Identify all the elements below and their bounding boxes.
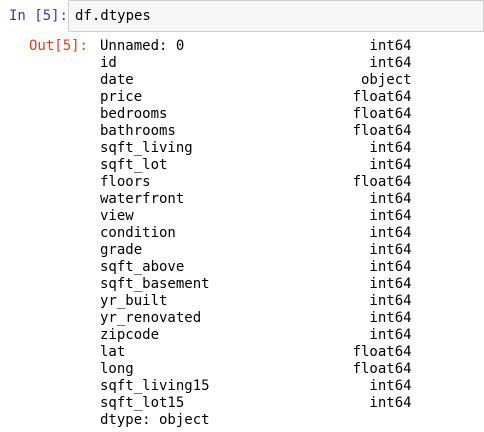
column-dtype: float64 bbox=[352, 361, 412, 377]
dtype-row: view int64 bbox=[100, 208, 412, 225]
column-name: grade bbox=[100, 242, 143, 258]
dtype-row: waterfront int64 bbox=[100, 191, 412, 208]
dtype-row: sqft_above int64 bbox=[100, 259, 412, 276]
column-name: sqft_living15 bbox=[100, 378, 210, 394]
column-name: condition bbox=[100, 225, 176, 241]
dtype-row: sqft_lot15 int64 bbox=[100, 395, 412, 412]
column-dtype: int64 bbox=[369, 157, 412, 173]
column-dtype: int64 bbox=[369, 276, 412, 292]
column-name: yr_built bbox=[100, 293, 168, 309]
column-dtype: object bbox=[361, 72, 412, 88]
dtype-row: condition int64 bbox=[100, 225, 412, 242]
column-dtype: int64 bbox=[369, 378, 412, 394]
dtype-row: floors float64 bbox=[100, 174, 412, 191]
output-prompt: Out[5]: bbox=[28, 38, 88, 54]
dtype-row: lat float64 bbox=[100, 344, 412, 361]
dtype-footer: dtype: object bbox=[100, 412, 210, 428]
column-name: long bbox=[100, 361, 134, 377]
column-dtype: float64 bbox=[352, 174, 412, 190]
column-dtype: int64 bbox=[369, 293, 412, 309]
column-name: sqft_above bbox=[100, 259, 185, 275]
column-dtype: int64 bbox=[369, 55, 412, 71]
input-prompt: In [5]: bbox=[8, 8, 68, 24]
column-name: price bbox=[100, 89, 143, 105]
column-name: zipcode bbox=[100, 327, 160, 343]
column-name: waterfront bbox=[100, 191, 185, 207]
column-dtype: int64 bbox=[369, 327, 412, 343]
column-dtype: int64 bbox=[369, 140, 412, 156]
column-dtype: int64 bbox=[369, 395, 412, 411]
column-name: bedrooms bbox=[100, 106, 168, 122]
column-name: bathrooms bbox=[100, 123, 176, 139]
column-name: yr_renovated bbox=[100, 310, 202, 326]
dtype-row: sqft_basement int64 bbox=[100, 276, 412, 293]
column-dtype: int64 bbox=[369, 310, 412, 326]
dtype-row: sqft_living15 int64 bbox=[100, 378, 412, 395]
column-dtype: int64 bbox=[369, 259, 412, 275]
dtype-row: Unnamed: 0 int64 bbox=[100, 38, 412, 55]
dtype-row: date object bbox=[100, 72, 412, 89]
dtype-row: yr_built int64 bbox=[100, 293, 412, 310]
dtype-row: long float64 bbox=[100, 361, 412, 378]
column-dtype: int64 bbox=[369, 208, 412, 224]
column-name: view bbox=[100, 208, 134, 224]
code-input[interactable]: df.dtypes bbox=[68, 0, 484, 32]
column-dtype: float64 bbox=[352, 123, 412, 139]
dtype-row: sqft_living int64 bbox=[100, 140, 412, 157]
column-name: Unnamed: 0 bbox=[100, 38, 185, 54]
column-name: sqft_living bbox=[100, 140, 193, 156]
column-name: sqft_basement bbox=[100, 276, 210, 292]
column-dtype: int64 bbox=[369, 191, 412, 207]
dtype-rows: Unnamed: 0 int64 id int64 date object price flo… bbox=[100, 38, 412, 412]
column-name: date bbox=[100, 72, 134, 88]
dtype-row: price float64 bbox=[100, 89, 412, 106]
column-dtype: float64 bbox=[352, 106, 412, 122]
dtypes-output: Unnamed: 0 int64 id int64 date object price flo… bbox=[100, 38, 412, 429]
column-dtype: int64 bbox=[369, 242, 412, 258]
dtype-row: grade int64 bbox=[100, 242, 412, 259]
dtype-row: id int64 bbox=[100, 55, 412, 72]
column-name: id bbox=[100, 55, 117, 71]
dtype-row: bedrooms float64 bbox=[100, 106, 412, 123]
column-name: sqft_lot15 bbox=[100, 395, 185, 411]
column-dtype: int64 bbox=[369, 225, 412, 241]
column-dtype: float64 bbox=[352, 89, 412, 105]
column-name: floors bbox=[100, 174, 151, 190]
dtype-row: bathrooms float64 bbox=[100, 123, 412, 140]
dtype-row: zipcode int64 bbox=[100, 327, 412, 344]
column-dtype: int64 bbox=[369, 38, 412, 54]
dtype-row: sqft_lot int64 bbox=[100, 157, 412, 174]
column-dtype: float64 bbox=[352, 344, 412, 360]
column-name: sqft_lot bbox=[100, 157, 168, 173]
column-name: lat bbox=[100, 344, 126, 360]
dtype-row: yr_renovated int64 bbox=[100, 310, 412, 327]
